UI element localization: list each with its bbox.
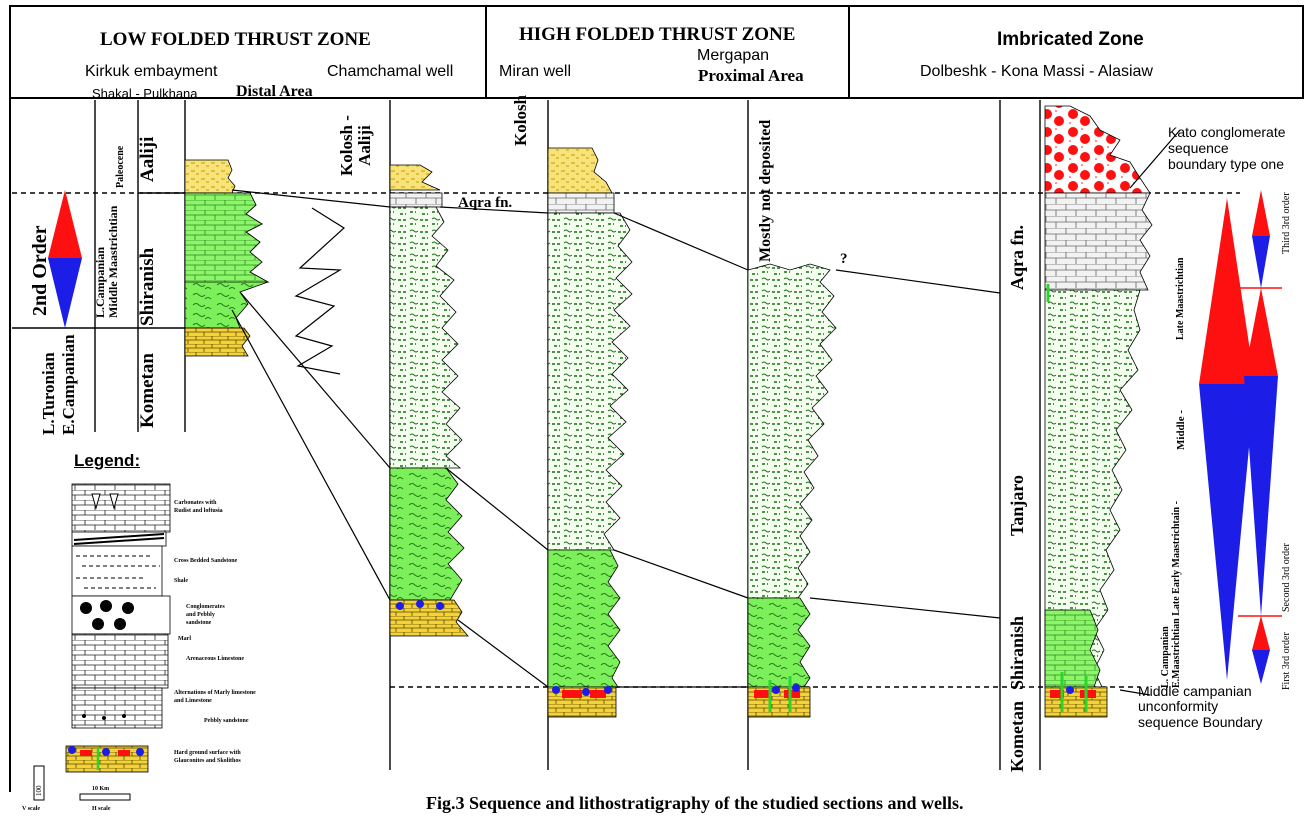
zone-low-title: LOW FOLDED THRUST ZONE: [100, 29, 371, 50]
formation-kometan-1: Kometan: [137, 353, 158, 428]
formation-aqra-label: Aqra fn.: [458, 195, 513, 211]
formation-aaliji: Aaliji: [137, 136, 158, 182]
legend-item-cross-bedded: Cross Bedded Sandstone: [174, 558, 238, 564]
v-scale-bar: [33, 765, 45, 801]
locality-distal: Distal Area: [236, 83, 313, 100]
h-scale-value: 10 Km: [92, 786, 110, 792]
label-columns: [94, 100, 139, 432]
legend-item-arenaceous: Arenaceous Limestone: [186, 656, 245, 662]
order-second-triangle: [1244, 288, 1278, 616]
legend-item-shale: Shale: [174, 578, 189, 584]
column-chamchamal: [389, 164, 469, 637]
v-scale-label: V scale: [22, 806, 41, 812]
locality-chamchamal: Chamchamal well: [327, 63, 454, 80]
order-2nd-triangle: [48, 190, 82, 328]
legend-title: Legend:: [74, 451, 141, 470]
locality-shakal: Shakal - Pulkhana: [92, 86, 198, 101]
legend-column: [65, 483, 171, 773]
h-scale-bar: [79, 793, 131, 801]
formation-kometan-2: Kometan: [1007, 701, 1027, 772]
formation-kolosh: Kolosh: [511, 94, 530, 146]
legend-item-hard-ground: Hard ground surface with Glauconites and…: [174, 750, 241, 764]
formation-kolosh-aaliji: Kolosh - Aaliji: [337, 115, 374, 176]
locality-mergapan: Mergapan: [697, 47, 770, 64]
annotation-kato: Kato conglomerate sequence boundary type…: [1168, 124, 1286, 173]
age-campanian-maas: L.Campanian Middle Maastrichtian: [93, 205, 120, 318]
locality-miran: Miran well: [499, 63, 572, 80]
zone-imbricated-title: Imbricated Zone: [997, 29, 1144, 50]
age-e-campanian: E.Campanian: [59, 334, 78, 435]
order-third-label: Third 3rd order: [1281, 192, 1292, 254]
legend-item-alternations: Alternations of Marly limestone and Lime…: [174, 690, 256, 704]
question-mark: ?: [840, 251, 848, 267]
legend-item-pebbly: Pebbly sandstone: [204, 718, 249, 724]
order-first-triangle: [1252, 616, 1270, 684]
order-big-triangle: [1199, 198, 1255, 680]
v-scale-value: 100: [35, 785, 43, 797]
formation-shiranish-1: Shiranish: [137, 247, 158, 326]
column-mergapan: [747, 263, 837, 718]
column-dolbeshk: [1044, 105, 1153, 718]
correlation-lines: [231, 129, 1181, 696]
age-middle: Middle -: [1175, 409, 1187, 450]
formation-mostly-not-deposited: Mostly not deposited: [757, 119, 774, 262]
locality-kirkuk: Kirkuk embayment: [85, 63, 218, 80]
order-second3-label: Second 3rd order: [1281, 543, 1292, 612]
formation-shiranish-2: Shiranish: [1007, 615, 1027, 690]
locality-proximal: Proximal Area: [698, 66, 804, 85]
age-late-maastrichtian: Late Maastrichtian: [1175, 257, 1186, 341]
annotation-middle-campanian: Middle campanian unconformity sequence B…: [1138, 683, 1263, 730]
figure-caption: Fig.3 Sequence and lithostratigraphy of …: [426, 793, 964, 813]
column-miran: [547, 147, 633, 718]
age-turonian: L.Turonian: [39, 352, 58, 435]
column-kirkuk: [184, 159, 270, 357]
legend-item-carbonates: Carbonates with Rudist and loftusia: [174, 500, 223, 514]
order-2nd-label: 2nd Order: [29, 225, 51, 316]
formation-tanjaro: Tanjaro: [1007, 474, 1027, 536]
age-paleocene: Paleocene: [115, 145, 126, 188]
locality-dolbeshk: Dolbeshk - Kona Massi - Alasiaw: [920, 63, 1153, 80]
h-scale-label: H scale: [92, 806, 111, 812]
formation-aqra-vertical: Aqra fn.: [1007, 224, 1027, 290]
age-lower-sequence: L. Campanian E.Maastrichtian Late Early …: [1160, 501, 1182, 688]
legend-item-marl: Marl: [178, 636, 191, 642]
order-third-triangle: [1252, 190, 1270, 288]
legend-item-conglomerates: Conglomerates and Pebbly sandstone: [186, 604, 225, 626]
zone-high-title: HIGH FOLDED THRUST ZONE: [519, 24, 796, 45]
order-first3-label: First 3rd order: [1281, 632, 1292, 690]
